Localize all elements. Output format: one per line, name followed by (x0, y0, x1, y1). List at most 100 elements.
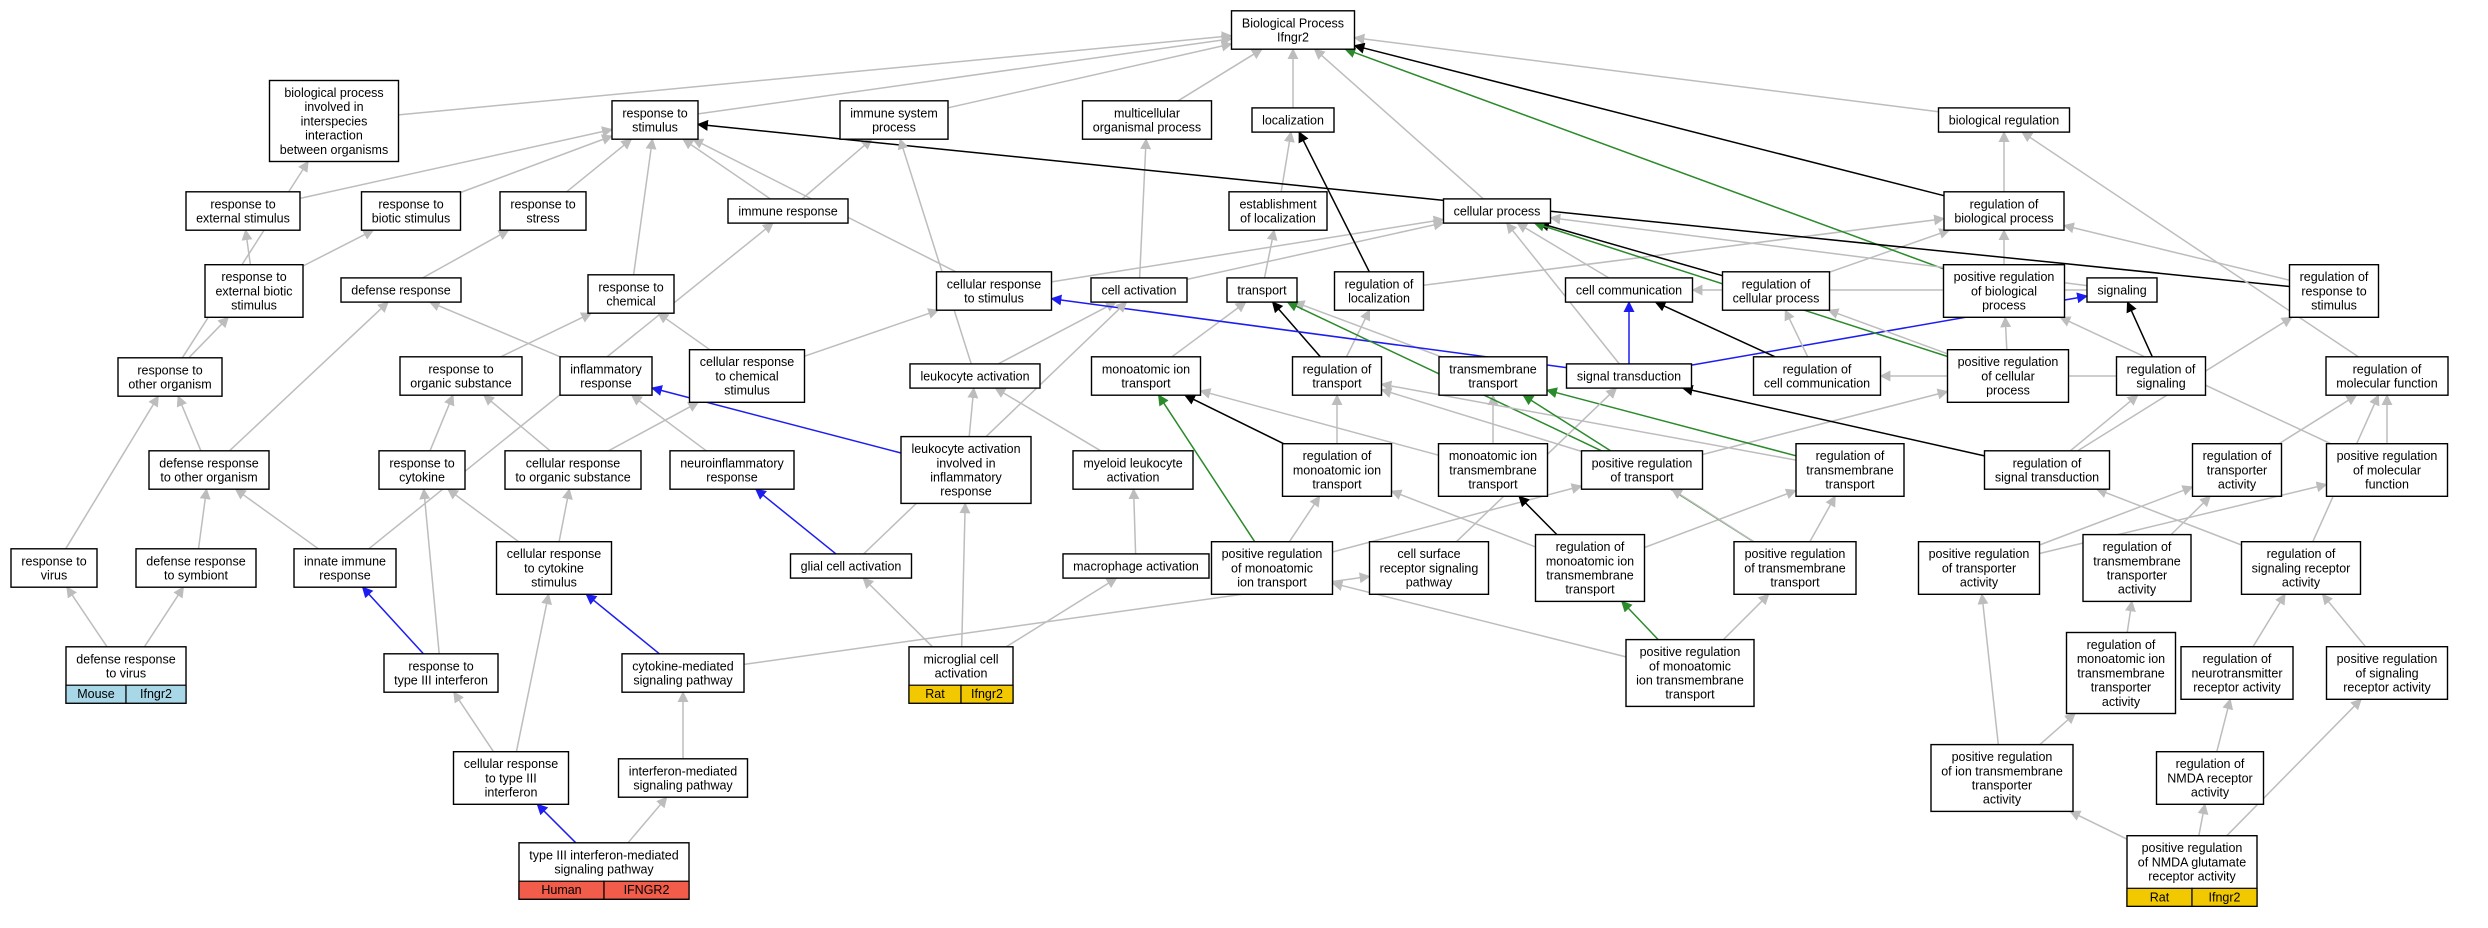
go-term-sigtrans[interactable]: signal transduction (1565, 363, 1693, 389)
go-term-label-line: receptor signaling (1380, 561, 1479, 575)
go-term-label-line: response to (2301, 284, 2366, 298)
edge-regnmda-to-regntra (2216, 698, 2234, 752)
edge-leukact-to-cellact (997, 301, 1117, 365)
edge-posregtmt-to-regtmt (1809, 495, 1836, 543)
go-term-defresp[interactable]: defense response (340, 277, 462, 303)
go-term-box (1534, 533, 1646, 603)
go-term-signaling[interactable]: signaling (2086, 277, 2158, 303)
go-term-breg[interactable]: biological regulation (1937, 107, 2071, 133)
go-term-macro[interactable]: macrophage activation (1062, 553, 1210, 579)
go-term-cellcomm[interactable]: cell communication (1564, 277, 1694, 303)
go-term-box (1721, 271, 1831, 311)
go-term-label-line: activation (1107, 471, 1160, 485)
go-term-regtmtra[interactable]: regulation oftransmembranetransporteract… (2082, 533, 2192, 603)
go-term-label-line: response to (210, 197, 275, 211)
go-term-label-line: immune system (850, 106, 938, 120)
go-term-label-line: transport (1312, 377, 1362, 391)
go-term-label-line: monoatomic ion (1102, 362, 1190, 376)
go-term-label-line: regulation of (2127, 362, 2196, 376)
go-term-leukact[interactable]: leukocyte activation (909, 363, 1041, 389)
go-term-loc[interactable]: localization (1251, 107, 1335, 133)
edge-estloc-to-loc (1280, 131, 1295, 192)
go-term-glial[interactable]: glial cell activation (789, 553, 913, 579)
go-term-cellact[interactable]: cell activation (1090, 277, 1188, 303)
go-term-transport[interactable]: transport (1226, 277, 1298, 303)
go-term-imresp[interactable]: immune response (727, 198, 849, 224)
go-term-label-line: external stimulus (196, 212, 290, 226)
go-term-label-line: NMDA receptor (2167, 771, 2252, 785)
edge-rbio-to-rts (460, 134, 614, 194)
go-term-box (1437, 443, 1549, 498)
go-term-cellproc[interactable]: cellular process (1442, 198, 1552, 224)
go-term-label-line: positive regulation (1954, 270, 2055, 284)
go-term-label-line: response to (21, 554, 86, 568)
